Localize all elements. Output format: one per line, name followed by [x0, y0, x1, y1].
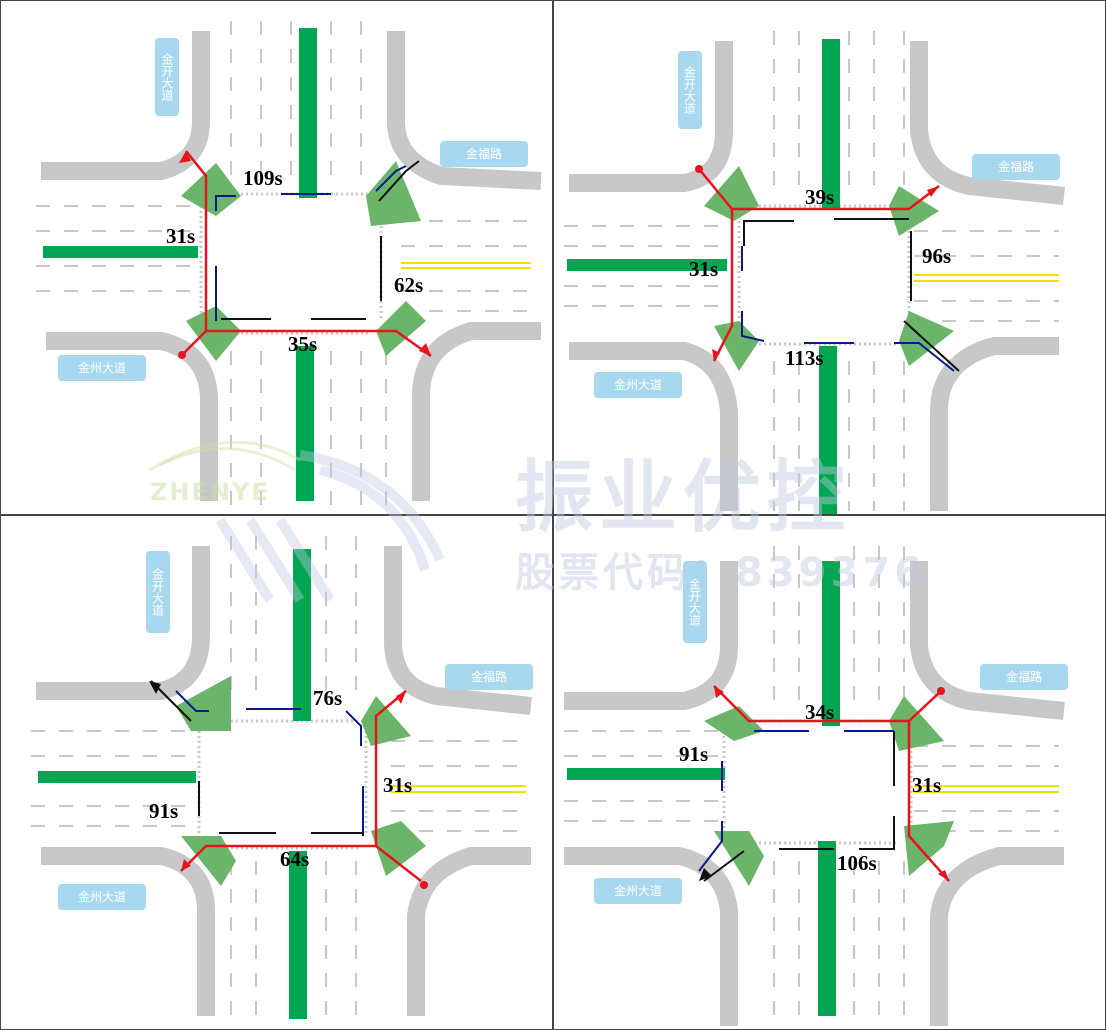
timing-label: 113s — [785, 346, 824, 370]
intersection-diagram-4 — [564, 546, 1065, 1026]
road-label-west: 金州大道 — [594, 372, 682, 398]
road-name-north: 金开大道 — [160, 53, 174, 101]
road-label-north: 金开大道 — [155, 38, 179, 116]
road-name-north: 金开大道 — [150, 568, 165, 616]
intersection-panel-4: 金开大道 金福路 金州大道 34s 91s 31s 106s — [553, 515, 1106, 1030]
road-label-north: 金开大道 — [678, 51, 702, 129]
road-name-north: 金开大道 — [682, 66, 697, 114]
road-label-east: 金福路 — [445, 664, 533, 690]
road-label-east: 金福路 — [972, 154, 1060, 180]
timing-label: 39s — [805, 185, 835, 209]
intersection-panel-3: 金开大道 金福路 金州大道 76s 31s 91s 64s — [0, 515, 553, 1030]
road-label-north: 金开大道 — [146, 551, 170, 633]
timing-label: 64s — [280, 847, 310, 871]
intersection-diagram-1 — [36, 21, 542, 511]
timing-label: 31s — [383, 773, 413, 797]
intersection-panel-1: 金开大道 金福路 金州大道 109s 31s 62s 35s — [0, 0, 553, 515]
road-label-east: 金福路 — [440, 141, 528, 167]
timing-label: 109s — [243, 166, 283, 190]
timing-label: 96s — [922, 244, 952, 268]
timing-label: 91s — [149, 799, 179, 823]
intersection-panel-2: 金开大道 金福路 金州大道 39s 31s 96s 113s — [553, 0, 1106, 515]
timing-label: 62s — [394, 273, 424, 297]
road-label-west: 金州大道 — [58, 355, 146, 381]
intersection-diagram-2 — [564, 31, 1065, 514]
timing-label: 31s — [912, 773, 942, 797]
timing-label: 31s — [166, 224, 196, 248]
timing-label: 106s — [837, 851, 877, 875]
road-label-east: 金福路 — [980, 664, 1068, 690]
road-label-west: 金州大道 — [58, 884, 146, 910]
timing-label: 35s — [288, 332, 318, 356]
intersection-diagram-3 — [31, 536, 532, 1026]
road-name-north: 金开大道 — [687, 578, 702, 626]
timing-label: 76s — [313, 686, 343, 710]
road-label-north: 金开大道 — [683, 561, 707, 643]
timing-label: 31s — [689, 257, 719, 281]
road-label-west: 金州大道 — [594, 878, 682, 904]
timing-label: 34s — [805, 700, 835, 724]
timing-label: 91s — [679, 742, 709, 766]
